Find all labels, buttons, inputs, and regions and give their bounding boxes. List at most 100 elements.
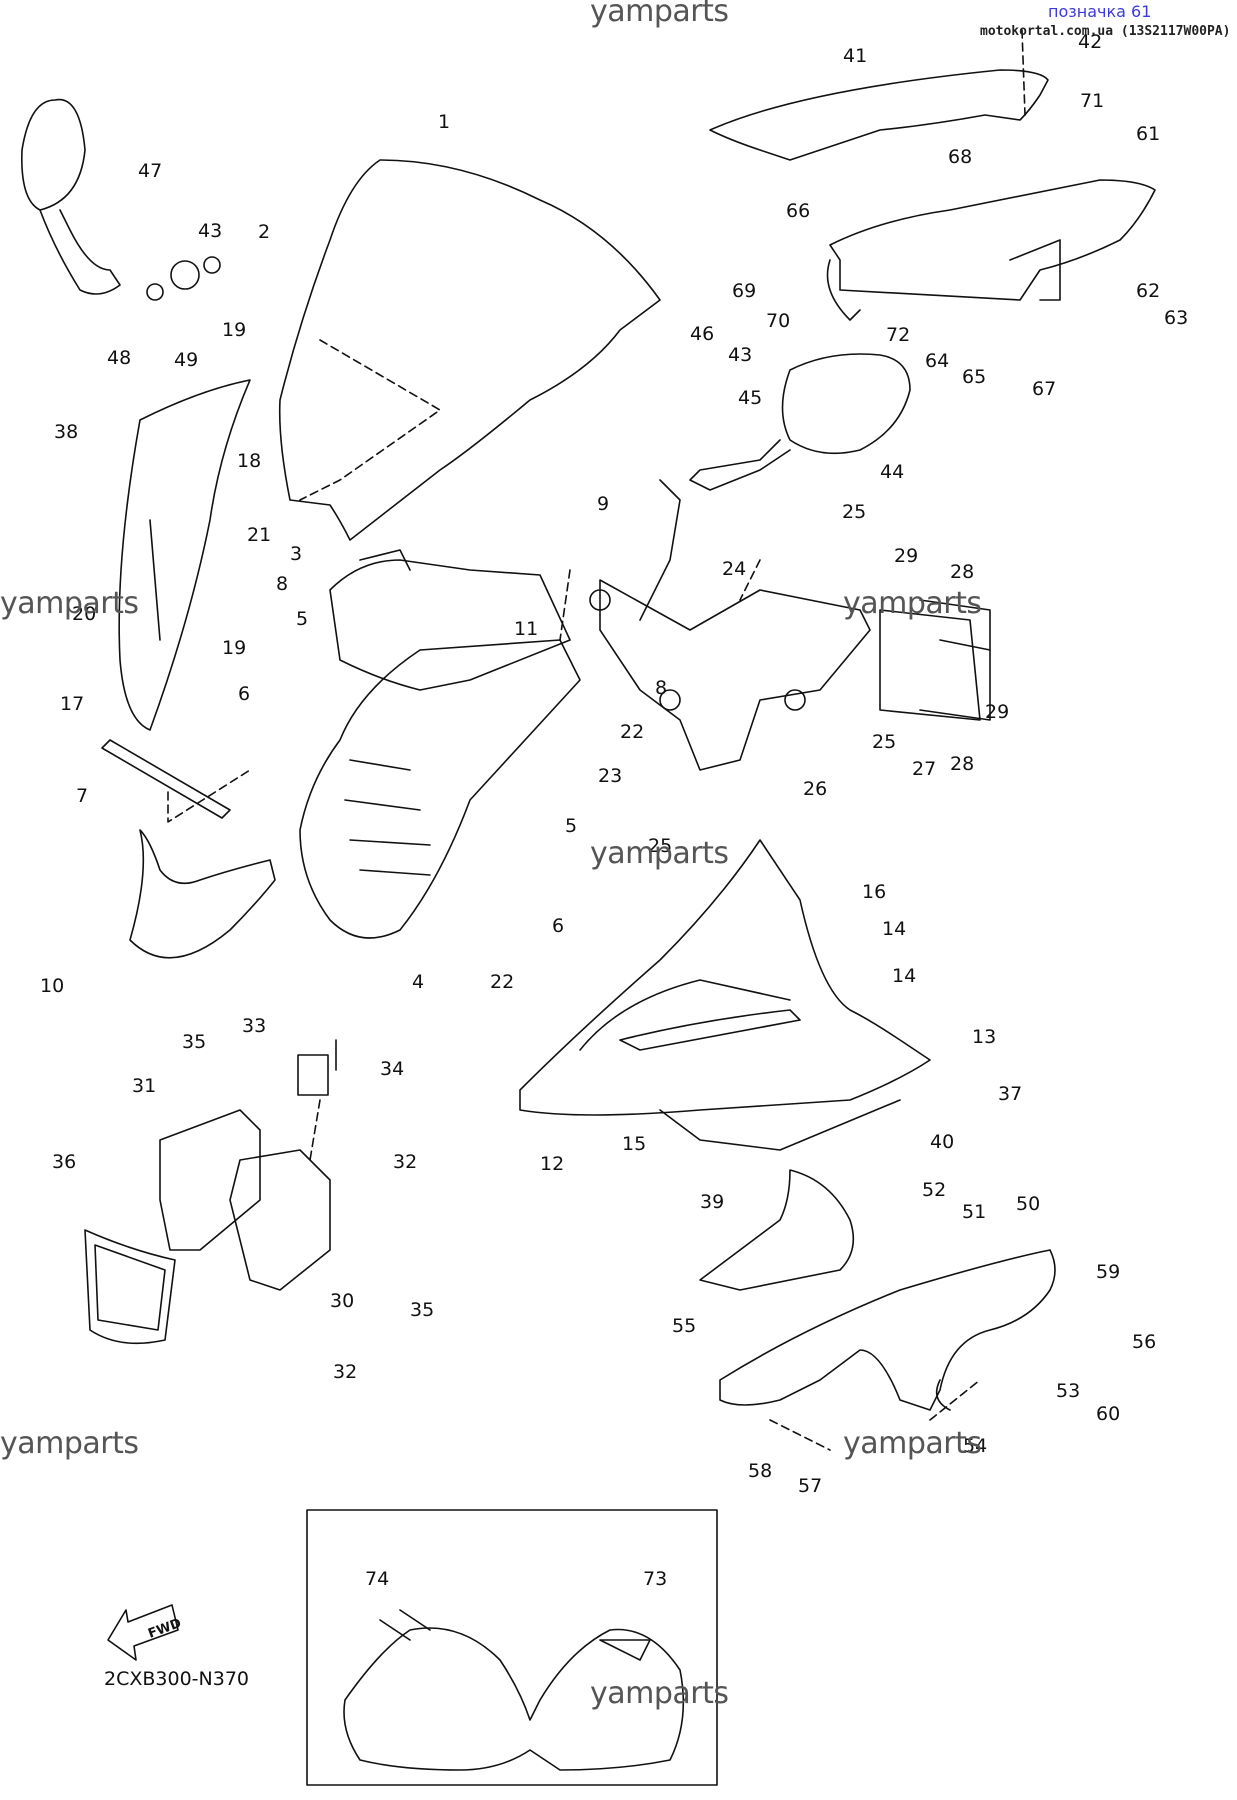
part-number-label: 40 — [930, 1131, 954, 1153]
part-number-label: 11 — [514, 618, 538, 640]
part-number-label: 13 — [972, 1026, 996, 1048]
stay-bracket-part — [599, 579, 871, 771]
part-number-label: 53 — [1056, 1380, 1080, 1402]
part-number-label: 34 — [380, 1058, 404, 1080]
part-number-label: 47 — [138, 160, 162, 182]
part-number-label: 26 — [803, 778, 827, 800]
part-number-label: 39 — [700, 1191, 724, 1213]
part-number-label: 16 — [862, 881, 886, 903]
part-number-label: 68 — [948, 146, 972, 168]
part-number-label: 6 — [238, 683, 250, 705]
part-number-label: 42 — [1078, 31, 1102, 53]
part-number-label: 67 — [1032, 378, 1056, 400]
duct-box-part — [879, 609, 981, 721]
part-number-label: 36 — [52, 1151, 76, 1173]
part-number-label: 52 — [922, 1179, 946, 1201]
part-number-label: 64 — [925, 350, 949, 372]
part-number-label: 35 — [410, 1299, 434, 1321]
fwd-label: FWD — [146, 1616, 183, 1642]
mirror-left-part — [21, 98, 86, 211]
part-number-label: 48 — [107, 347, 131, 369]
part-number-label: 17 — [60, 693, 84, 715]
side-cover-left-part — [118, 379, 251, 731]
part-number-label: 32 — [393, 1151, 417, 1173]
part-number-label: 19 — [222, 319, 246, 341]
part-number-label: 14 — [892, 965, 916, 987]
frame-36-part — [84, 1229, 176, 1345]
strip-7-part — [101, 739, 231, 819]
lower-cowl-part — [719, 1249, 1056, 1411]
duct-part — [129, 829, 276, 959]
part-number-label: 28 — [950, 561, 974, 583]
part-number-label: 9 — [597, 493, 609, 515]
part-number-label: 58 — [748, 1460, 772, 1482]
part-number-label: 30 — [330, 1290, 354, 1312]
part-number-label: 8 — [276, 573, 288, 595]
part-number-label: 21 — [247, 524, 271, 546]
part-number-label: 5 — [565, 815, 577, 837]
part-number-label: 46 — [690, 323, 714, 345]
watermark: yamparts — [843, 586, 982, 621]
part-number-label: 33 — [242, 1015, 266, 1037]
part-number-label: 12 — [540, 1153, 564, 1175]
part-number-label: 4 — [412, 971, 424, 993]
part-number-label: 45 — [738, 387, 762, 409]
part-number-label: 27 — [912, 758, 936, 780]
upper-cowl-part — [709, 69, 1049, 161]
part-number-label: 65 — [962, 366, 986, 388]
panel-39-part — [699, 1169, 855, 1291]
part-number-label: 71 — [1080, 90, 1104, 112]
inset-decal-box — [306, 1509, 718, 1786]
part-number-label: 5 — [296, 608, 308, 630]
part-number-label: 38 — [54, 421, 78, 443]
part-number-label: 20 — [72, 603, 96, 625]
part-number-label: 25 — [648, 835, 672, 857]
part-number-label: 54 — [963, 1435, 987, 1457]
fwd-arrow-icon — [107, 1604, 179, 1661]
part-number-label: 2 — [258, 221, 270, 243]
watermark: yamparts — [590, 836, 729, 871]
windscreen-part — [278, 159, 661, 541]
header-link[interactable]: позначка 61 — [1048, 2, 1152, 21]
part-number-label: 28 — [950, 753, 974, 775]
rear-cover-part — [829, 179, 1156, 301]
part-number-label: 61 — [1136, 123, 1160, 145]
diagram-code: 2CXB300-N370 — [104, 1668, 250, 1690]
part-number-label: 57 — [798, 1475, 822, 1497]
part-number-label: 22 — [490, 971, 514, 993]
watermark: yamparts — [590, 1676, 729, 1711]
part-number-label: 32 — [333, 1361, 357, 1383]
header-site-text: motokortal.com.ua (13S2117W00PA) — [980, 24, 1231, 39]
part-number-label: 43 — [198, 220, 222, 242]
part-number-label: 63 — [1164, 307, 1188, 329]
part-number-label: 25 — [842, 501, 866, 523]
part-number-label: 29 — [894, 545, 918, 567]
part-number-label: 15 — [622, 1133, 646, 1155]
part-number-label: 50 — [1016, 1193, 1040, 1215]
part-number-label: 10 — [40, 975, 64, 997]
part-number-label: 72 — [886, 324, 910, 346]
part-number-label: 51 — [962, 1201, 986, 1223]
mirror-right-part — [781, 353, 911, 455]
part-number-label: 7 — [76, 785, 88, 807]
part-number-label: 66 — [786, 200, 810, 222]
part-number-label: 8 — [655, 677, 667, 699]
part-number-label: 74 — [365, 1568, 389, 1590]
part-number-label: 22 — [620, 721, 644, 743]
part-number-label: 59 — [1096, 1261, 1120, 1283]
duct-30-part — [229, 1149, 331, 1291]
part-number-label: 29 — [985, 701, 1009, 723]
part-number-label: 69 — [732, 280, 756, 302]
part-number-label: 19 — [222, 637, 246, 659]
clip-33-part — [297, 1054, 329, 1096]
part-number-label: 18 — [237, 450, 261, 472]
part-number-label: 43 — [728, 344, 752, 366]
part-number-label: 23 — [598, 765, 622, 787]
part-number-label: 31 — [132, 1075, 156, 1097]
part-number-label: 41 — [843, 45, 867, 67]
part-number-label: 44 — [880, 461, 904, 483]
part-number-label: 60 — [1096, 1403, 1120, 1425]
watermark: yamparts — [590, 0, 729, 29]
part-number-label: 73 — [643, 1568, 667, 1590]
